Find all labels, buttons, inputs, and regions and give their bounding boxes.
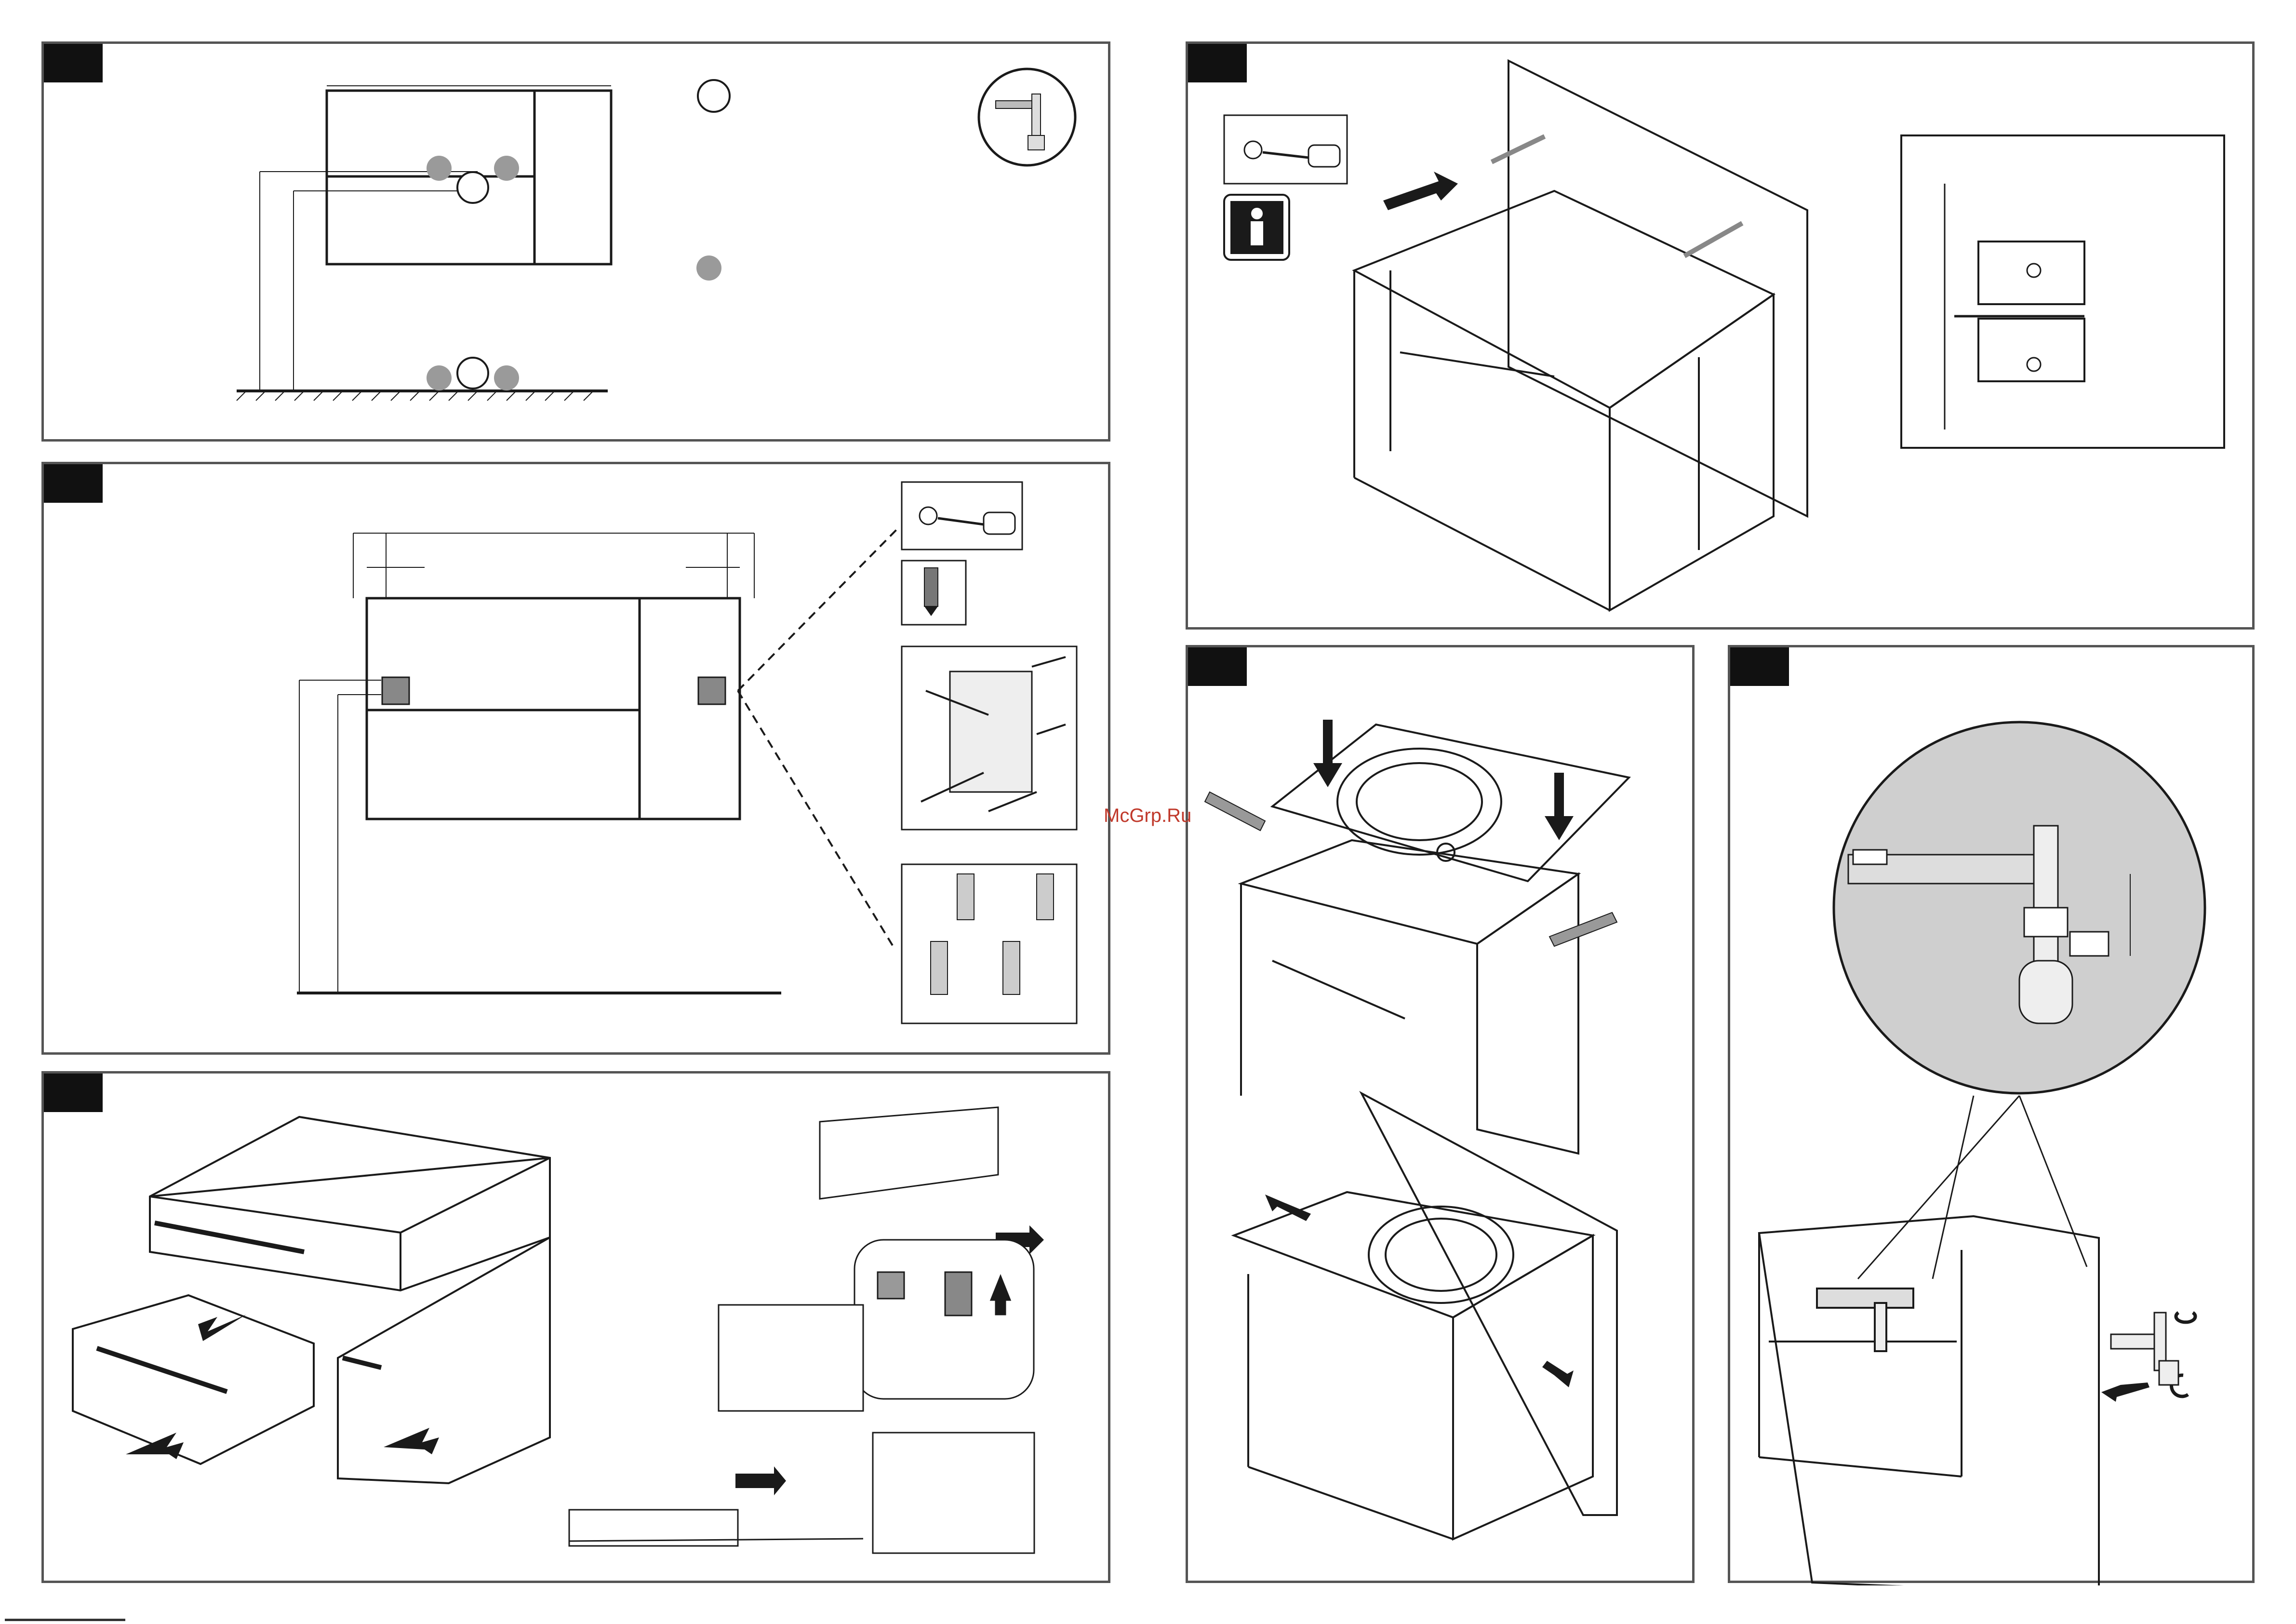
arrow-icon bbox=[2101, 1382, 2149, 1402]
cabinet-with-drawers bbox=[73, 1117, 550, 1483]
footer-rule bbox=[5, 1619, 125, 1621]
screwdriver-icon bbox=[1224, 115, 1347, 184]
basin-top-and-cabinet bbox=[1234, 725, 1629, 1539]
drill-diagram bbox=[44, 464, 1113, 1057]
siphon-diagram bbox=[1730, 647, 2257, 1585]
cabinet-and-wall bbox=[1354, 61, 1807, 610]
step-panel-drawers bbox=[41, 1071, 1110, 1583]
callout-lines bbox=[738, 527, 899, 946]
hang-diagram bbox=[1188, 44, 2257, 632]
siphon-part bbox=[2111, 1313, 2178, 1385]
wall-bracket-icon bbox=[902, 646, 1077, 830]
wall-plug-icon bbox=[902, 864, 1077, 1023]
siphon-detail-icon bbox=[1834, 722, 2205, 1093]
drawers-diagram bbox=[44, 1074, 1113, 1585]
step-panel-drill bbox=[41, 462, 1110, 1055]
watermark: McGrp.Ru bbox=[1104, 805, 1191, 827]
bracket-marks bbox=[382, 677, 725, 704]
guide-lines bbox=[1492, 136, 1742, 256]
circle-open-marker bbox=[698, 80, 730, 112]
siphon-detail-icon bbox=[979, 69, 1075, 165]
basin-diagram bbox=[1188, 647, 1697, 1585]
measure-diagram bbox=[44, 44, 1113, 444]
step-panel-siphon bbox=[1728, 645, 2255, 1583]
arrow-icon bbox=[1383, 172, 1458, 210]
step-panel-hang bbox=[1186, 41, 2255, 630]
step-panel-basin bbox=[1186, 645, 1695, 1583]
hanger-adjust-icon bbox=[1901, 135, 2224, 448]
drill-bit-icon bbox=[902, 561, 966, 625]
person-icon bbox=[1224, 195, 1289, 260]
cabinet-with-siphon bbox=[1759, 1216, 2099, 1585]
circle-grey-marker bbox=[696, 255, 721, 281]
release-clip-icon bbox=[569, 1107, 1034, 1553]
step-panel-measure bbox=[41, 41, 1110, 442]
screwdriver-icon bbox=[902, 482, 1022, 550]
